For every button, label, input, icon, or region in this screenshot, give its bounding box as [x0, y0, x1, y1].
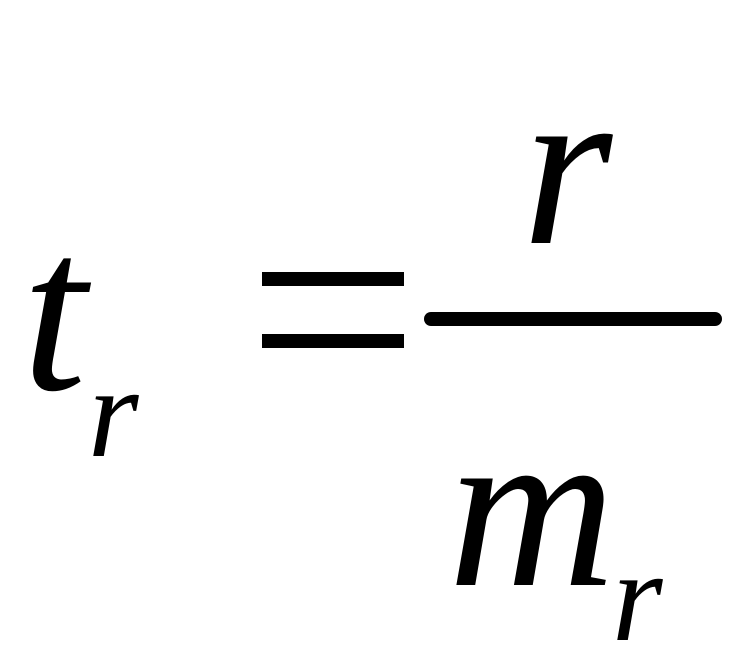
numerator-variable: r	[522, 37, 613, 294]
lhs-subscript: r	[88, 341, 139, 485]
denominator-subscript: r	[612, 525, 663, 669]
equals-bar-top	[262, 272, 404, 286]
fraction-line	[424, 312, 722, 326]
denominator-variable: m	[448, 379, 616, 636]
equals-bar-bottom	[262, 334, 404, 348]
lhs-variable: t	[22, 183, 87, 440]
